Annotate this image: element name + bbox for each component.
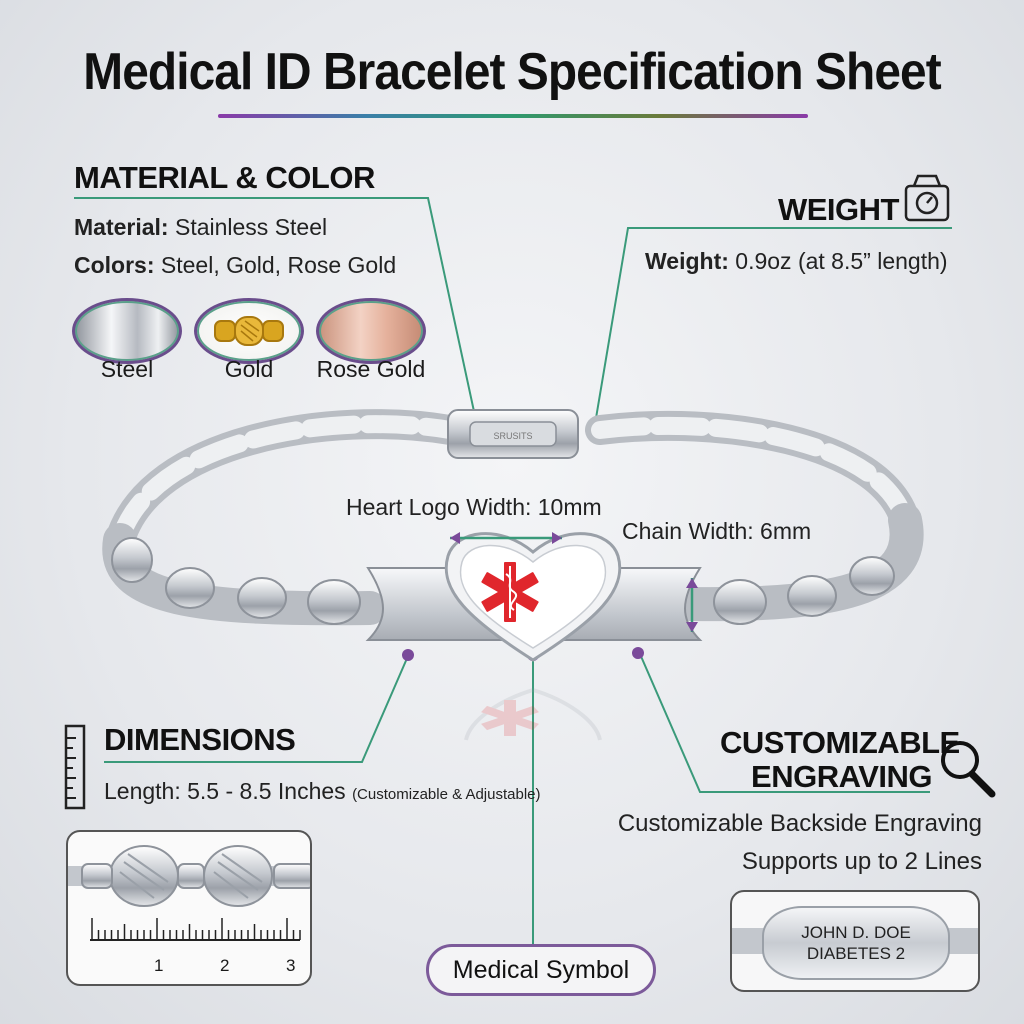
ruler-tick-1: 1 bbox=[154, 956, 164, 975]
colors-line: Colors: Steel, Gold, Rose Gold bbox=[74, 252, 396, 279]
ruler-icon bbox=[64, 724, 86, 810]
engraving-heading: CUSTOMIZABLE ENGRAVING bbox=[720, 725, 960, 794]
weight-label: Weight: bbox=[645, 248, 729, 274]
medical-symbol-label: Medical Symbol bbox=[426, 944, 656, 996]
swatch-label-steel: Steel bbox=[100, 356, 154, 382]
weight-callout-line bbox=[593, 227, 952, 431]
title-underline bbox=[218, 114, 808, 118]
chain-ruler-illustration bbox=[68, 845, 310, 941]
scale-icon bbox=[904, 174, 950, 222]
material-heading: MATERIAL & COLOR bbox=[74, 160, 375, 195]
engraving-plate-box: JOHN D. DOE DIABETES 2 bbox=[730, 890, 980, 992]
gold-swatch[interactable] bbox=[194, 298, 304, 364]
clasp-engraving: SRUSITS bbox=[493, 431, 532, 441]
rose-gold-swatch[interactable] bbox=[316, 298, 426, 364]
plate-line2: DIABETES 2 bbox=[806, 944, 906, 963]
material-callout-line bbox=[74, 197, 479, 431]
engraving-callout-line bbox=[639, 653, 930, 793]
ruler-ticks bbox=[91, 918, 301, 940]
material-value: Stainless Steel bbox=[168, 214, 328, 240]
swatch-label-rose-gold: Rose Gold bbox=[316, 356, 426, 382]
steel-swatch[interactable] bbox=[72, 298, 182, 364]
length-value: Length: 5.5 - 8.5 Inches bbox=[104, 778, 346, 804]
chain-width-label: Chain Width: 6mm bbox=[622, 518, 812, 544]
colors-value: Steel, Gold, Rose Gold bbox=[154, 252, 397, 278]
ruler-detail-box: 1 2 3 bbox=[66, 830, 312, 986]
ruler-tick-2: 2 bbox=[220, 956, 230, 975]
engraving-line1: Customizable Backside Engraving bbox=[617, 810, 982, 837]
engraved-plate: JOHN D. DOE DIABETES 2 bbox=[762, 906, 950, 980]
engraving-heading-line2: ENGRAVING bbox=[751, 759, 932, 794]
swatch-label-gold: Gold bbox=[224, 356, 274, 382]
magnifier-icon bbox=[941, 741, 996, 798]
engraving-callout-dot bbox=[632, 647, 644, 659]
length-note: (Customizable & Adjustable) bbox=[352, 786, 541, 803]
engraving-heading-line1: CUSTOMIZABLE bbox=[720, 725, 960, 760]
weight-line: Weight: 0.9oz (at 8.5” length) bbox=[645, 248, 948, 275]
heart-logo-width-label: Heart Logo Width: 10mm bbox=[346, 494, 602, 520]
dimensions-heading: DIMENSIONS bbox=[104, 722, 296, 757]
material-line: Material: Stainless Steel bbox=[74, 214, 327, 241]
plate-line1: JOHN D. DOE bbox=[801, 923, 911, 942]
dimensions-callout-dot bbox=[402, 649, 414, 661]
gold-link-icon bbox=[214, 316, 284, 346]
weight-value: 0.9oz (at 8.5” length) bbox=[728, 248, 948, 274]
weight-heading: WEIGHT bbox=[778, 192, 900, 227]
colors-label: Colors: bbox=[74, 252, 155, 278]
material-label: Material: bbox=[74, 214, 169, 240]
ruler-tick-3: 3 bbox=[286, 956, 296, 975]
page-title: Medical ID Bracelet Specification Sheet bbox=[83, 43, 941, 101]
dimensions-callout-line bbox=[104, 655, 409, 763]
engraving-line2: Supports up to 2 Lines bbox=[741, 848, 982, 875]
star-of-life-icon bbox=[481, 562, 539, 622]
length-line: Length: 5.5 - 8.5 Inches (Customizable &… bbox=[104, 778, 541, 805]
